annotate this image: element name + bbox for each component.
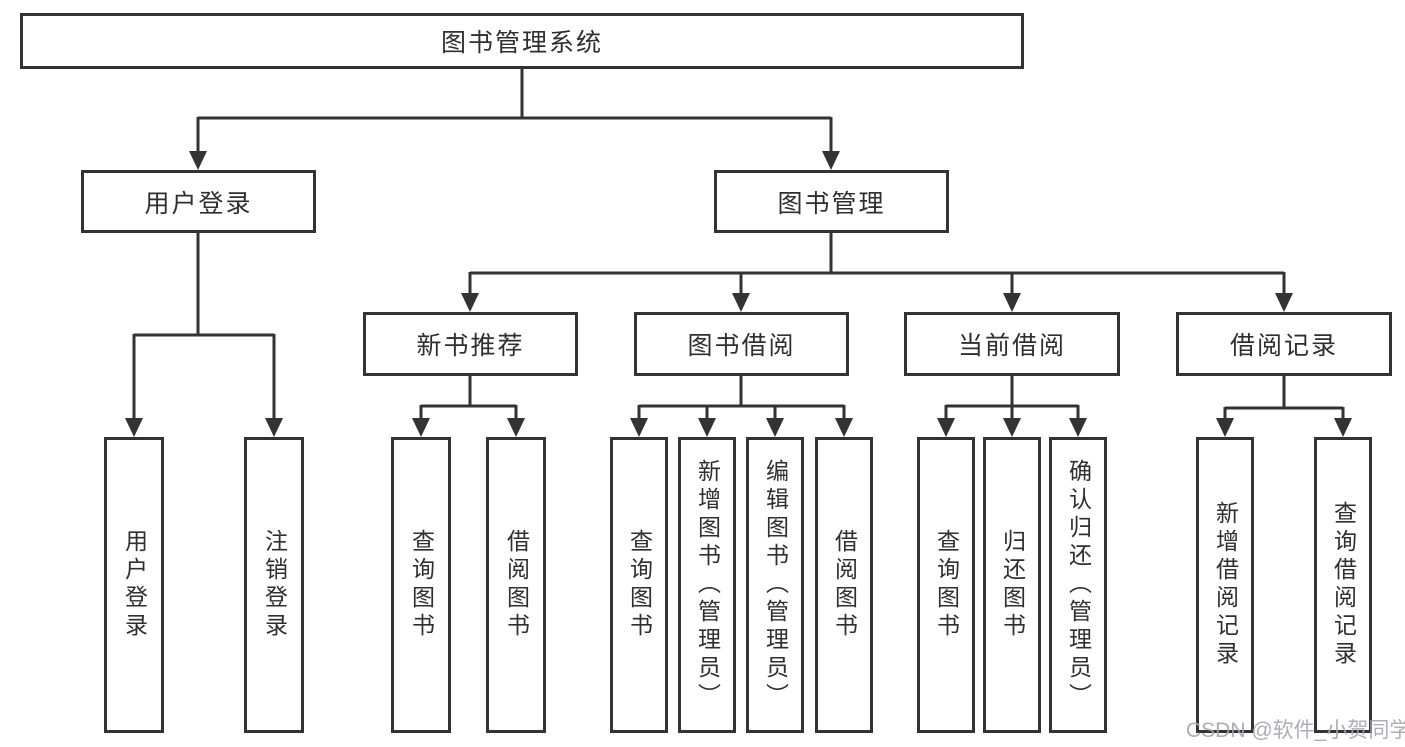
arrowhead-icons <box>125 151 1352 437</box>
leaf-current-return-books: 归还图书 <box>983 437 1041 733</box>
leaf-current-query-books: 查询图书 <box>917 437 975 733</box>
leaf-user-login: 用户登录 <box>104 437 164 733</box>
leaf-logout-login: 注销登录 <box>244 437 304 733</box>
leaf-borrow-add-books-admin: 新增图书（管理员） <box>678 437 736 733</box>
leaf-records-query-record: 查询借阅记录 <box>1314 437 1372 733</box>
node-current-borrow: 当前借阅 <box>904 312 1120 376</box>
leaf-borrow-edit-books-admin: 编辑图书（管理员） <box>746 437 804 733</box>
leaf-current-confirm-return-admin: 确认归还（管理员） <box>1049 437 1107 733</box>
node-book-borrow: 图书借阅 <box>634 312 849 376</box>
leaf-records-add-record: 新增借阅记录 <box>1196 437 1254 733</box>
node-root-system: 图书管理系统 <box>20 13 1024 69</box>
node-new-book-recommend: 新书推荐 <box>363 312 578 376</box>
leaf-recommend-borrow-books: 借阅图书 <box>486 437 546 733</box>
leaf-borrow-borrow-books: 借阅图书 <box>815 437 873 733</box>
node-book-management: 图书管理 <box>714 170 949 233</box>
leaf-recommend-query-books: 查询图书 <box>391 437 451 733</box>
node-user-login: 用户登录 <box>81 170 316 233</box>
node-borrow-records: 借阅记录 <box>1176 312 1392 376</box>
csdn-watermark: CSDN @软件_小贺同学 <box>1186 719 1405 742</box>
leaf-borrow-query-books: 查询图书 <box>610 437 668 733</box>
